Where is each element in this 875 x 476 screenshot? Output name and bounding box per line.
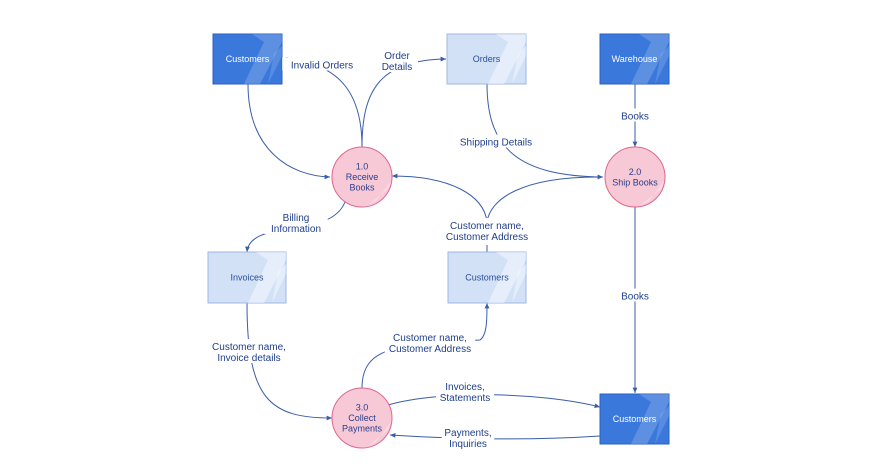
entity-customers-bottom: Customers: [599, 393, 670, 445]
entity-gloss: [268, 46, 282, 84]
flow-label-bg: [441, 218, 533, 242]
flow-customers-to-receive: [247, 83, 331, 180]
entity-box: [447, 251, 527, 304]
flow-label-f8: Customer name,Invoice details: [206, 339, 292, 364]
flow-label-f4: Shipping Details: [450, 134, 542, 149]
flow-payments-inquiries: [389, 432, 601, 440]
flow-label-f5: Customer name,Customer Address: [441, 218, 533, 243]
entity-gloss: [655, 406, 669, 444]
process-label: Payments: [342, 424, 383, 434]
entity-gloss: [248, 252, 286, 303]
flow-label-text: Information: [271, 224, 321, 235]
flow-label-bg: [619, 288, 651, 302]
flow-label-text: Customer Address: [446, 232, 528, 243]
entity-label: Customers: [465, 273, 509, 283]
flow-label-text: Invoices,: [445, 382, 484, 393]
flow-label-text: Customer name,: [393, 333, 467, 344]
flow-label-text: Order: [384, 51, 410, 62]
flow-label-text: Books: [621, 112, 649, 123]
entity-gloss: [631, 394, 669, 444]
flow-label-f7: Books: [619, 288, 651, 303]
entity-gloss: [488, 34, 526, 84]
flow-label-bg: [450, 134, 542, 148]
flow-label-text: Invoice details: [217, 353, 280, 364]
entity-box: [212, 33, 283, 85]
process-label: Receive: [346, 172, 379, 182]
entity-label: Customers: [226, 54, 270, 64]
flow-label-bg: [436, 379, 494, 403]
flow-label-text: Customer name,: [212, 342, 286, 353]
process-label: 1.0: [356, 162, 369, 172]
entity-box: [599, 393, 670, 445]
flow-label-text: Shipping Details: [460, 138, 532, 149]
flow-label-text: Billing: [283, 213, 310, 224]
flow-label-text: Books: [621, 292, 649, 303]
entity-customers-top: Customers: [212, 33, 283, 85]
entity-orders: Orders: [446, 33, 527, 85]
entity-gloss: [488, 252, 526, 303]
entity-box: [599, 33, 670, 85]
entity-warehouse: Warehouse: [599, 33, 670, 85]
flow-label-bg: [282, 57, 362, 71]
entity-gloss: [244, 34, 282, 84]
entity-gloss: [631, 34, 669, 84]
flow-label-text: Invalid Orders: [291, 61, 353, 72]
flow-shipping-details: [486, 83, 604, 180]
flow-label-f3: Books: [619, 108, 651, 123]
flow-order-details: [361, 56, 447, 148]
process-circle: [604, 146, 666, 208]
flow-label-bg: [376, 48, 418, 72]
entity-invoices: Invoices: [207, 251, 287, 304]
process-label: Ship Books: [612, 177, 658, 187]
entity-customers-mid: Customers: [447, 251, 527, 304]
flow-label-bg: [441, 425, 495, 449]
flow-label-bg: [384, 330, 476, 354]
process-circle: [331, 387, 393, 449]
flow-label-f10: Invoices,Statements: [436, 379, 494, 404]
flow-invalid-orders: [281, 56, 363, 148]
flow-label-f9: Customer name,Customer Address: [384, 330, 476, 355]
flow-label-f1: Invalid Orders: [282, 57, 362, 72]
entity-label: Orders: [473, 54, 501, 64]
process-label: Books: [349, 183, 375, 193]
flow-label-text: Customer Address: [389, 344, 471, 355]
entity-label: Warehouse: [612, 54, 658, 64]
flow-label-text: Customer name,: [450, 221, 524, 232]
process-label: 2.0: [629, 167, 642, 177]
entity-gloss: [512, 264, 526, 303]
flow-label-text: Statements: [440, 393, 491, 404]
flow-invoice-details: [246, 302, 333, 421]
process-label: Collect: [348, 413, 376, 423]
flow-label-text: Details: [382, 62, 413, 73]
flow-label-text: Payments,: [444, 428, 491, 439]
flow-customer-address-top: [391, 173, 604, 223]
flow-label-text: Inquiries: [449, 439, 487, 450]
entity-label: Invoices: [230, 273, 264, 283]
flow-label-bg: [619, 108, 651, 122]
entity-label: Customers: [613, 414, 657, 424]
flow-label-f11: Payments,Inquiries: [441, 425, 495, 450]
flow-label-bg: [206, 339, 292, 363]
entity-box: [207, 251, 287, 304]
process-label: 3.0: [356, 403, 369, 413]
flow-label-bg: [264, 210, 328, 234]
entity-gloss: [655, 46, 669, 84]
entity-gloss: [272, 264, 286, 303]
entity-box: [446, 33, 527, 85]
process-circle: [331, 146, 393, 208]
entity-gloss: [512, 46, 526, 84]
